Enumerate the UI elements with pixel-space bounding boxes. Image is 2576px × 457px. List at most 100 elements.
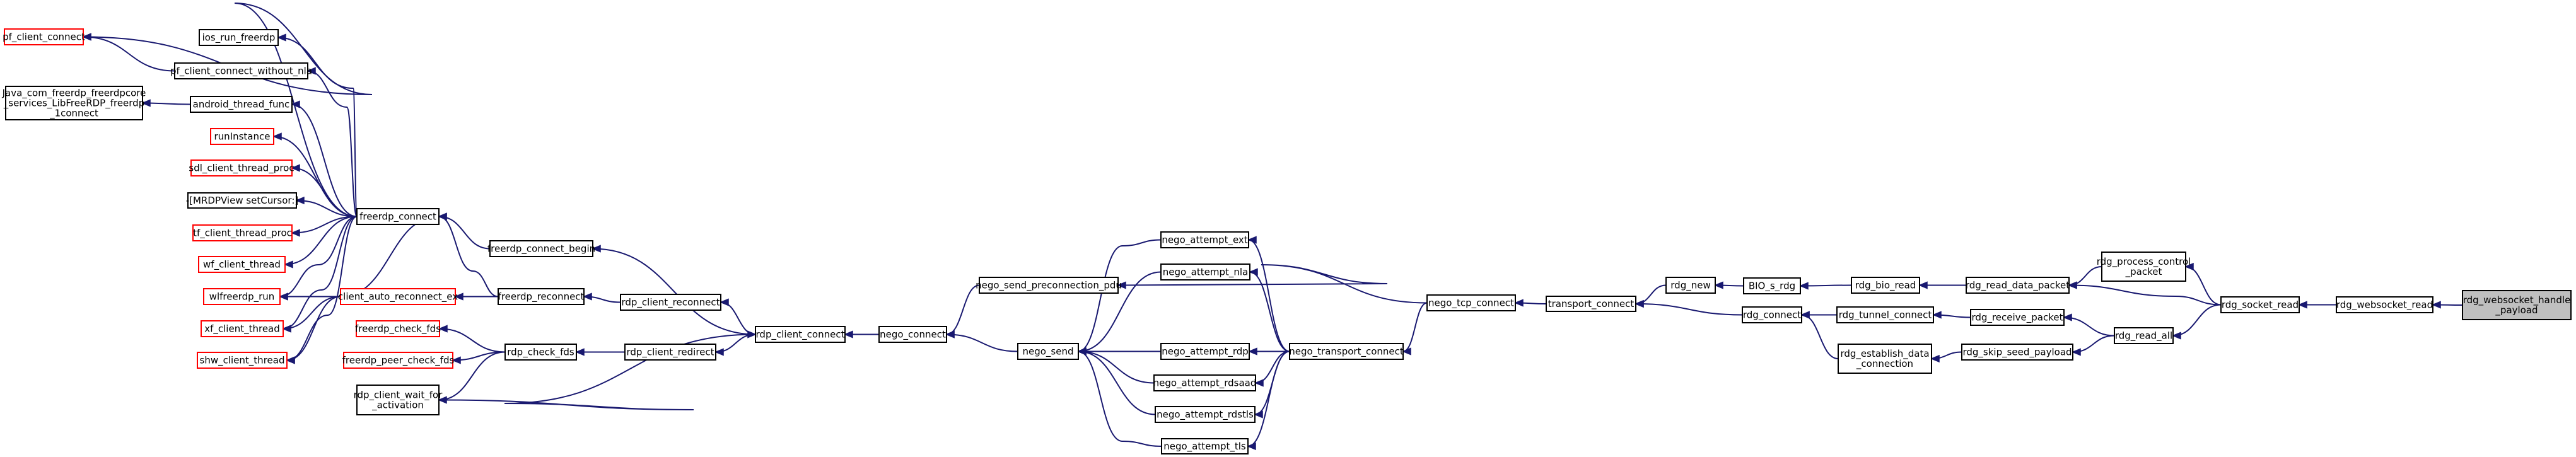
node-nego_send[interactable]: nego_send (1017, 343, 1079, 360)
node-rdg_websocket_handle_payload[interactable]: rdg_websocket_handle_payload (2462, 290, 2572, 320)
node-label: rdp_client_reconnect (621, 297, 720, 309)
node-sdl_client_thread_proc[interactable]: sdl_client_thread_proc (189, 159, 294, 176)
node-freerdp_reconnect[interactable]: freerdp_reconnect (498, 288, 585, 305)
node-client_auto_reconnect_ex[interactable]: client_auto_reconnect_ex (338, 288, 458, 305)
node-label: rdg_read_data_packet (1966, 280, 2070, 292)
edge-rdg_connect-to-transport_connect (1635, 299, 1743, 316)
node-rdp_client_wait_for_activation[interactable]: rdp_client_wait_for_activation (354, 385, 443, 415)
node-nego_connect[interactable]: nego_connect (878, 326, 947, 343)
node-rdg_connect[interactable]: rdg_connect (1742, 306, 1802, 323)
edge-freerdp_connect-to-mrdpview_setcursor (295, 196, 358, 217)
node-label: wlfreerdp_run (209, 291, 275, 303)
node-label: tf_client_thread_proc (193, 228, 292, 240)
edge-rdg_read_all-to-rdg_skip_seed_payload (2072, 335, 2115, 356)
node-rdg_bio_read[interactable]: rdg_bio_read (1851, 277, 1920, 294)
node-label: freerdp_connect_begin (487, 243, 595, 255)
node-label: _1connect (49, 108, 98, 120)
edge-rdg_establish_data_connection-to-rdg_connect (1800, 311, 1839, 359)
node-rdp_client_connect[interactable]: rdp_client_connect (755, 326, 846, 343)
node-rdg_tunnel_connect[interactable]: rdg_tunnel_connect (1836, 306, 1934, 323)
node-nego_tcp_connect[interactable]: nego_tcp_connect (1426, 294, 1516, 311)
edge-rdg_socket_read-to-rdg_read_all (2172, 304, 2222, 340)
node-wf_client_thread[interactable]: wf_client_thread (198, 256, 286, 273)
edge-freerdp_connect-to-tf_client_thread_proc (291, 216, 358, 237)
edge-rdp_client_reconnect-to-freerdp_reconnect (583, 292, 621, 303)
node-freerdp_connect_begin[interactable]: freerdp_connect_begin (487, 240, 595, 257)
node-rdg_websocket_read[interactable]: rdg_websocket_read (2336, 296, 2433, 313)
node-wlfreerdp_run[interactable]: wlfreerdp_run (203, 288, 281, 305)
node-rdg_establish_data_connection[interactable]: rdg_establish_data_connection (1838, 344, 1932, 374)
node-label: rdg_skip_seed_payload (1962, 347, 2072, 359)
node-pf_client_connect[interactable]: pf_client_connect (3, 28, 85, 45)
node-rdg_new[interactable]: rdg_new (1665, 277, 1716, 294)
node-label: android_thread_func (193, 99, 290, 111)
node-xf_client_thread[interactable]: xf_client_thread (201, 320, 284, 337)
node-freerdp_peer_check_fds[interactable]: freerdp_peer_check_fds (342, 352, 455, 369)
node-label: pf_client_connect_without_nla (170, 66, 312, 78)
edge-nego_attempt_rdstls-to-nego_send (1077, 347, 1156, 415)
edge-rdg_socket_read-to-rdg_process_control_packet (2184, 262, 2222, 306)
edge-nego_connect-to-rdp_client_connect (844, 330, 880, 338)
node-transport_connect[interactable]: transport_connect (1546, 296, 1636, 312)
node-nego_attempt_tls[interactable]: nego_attempt_tls (1161, 438, 1249, 454)
node-java_connect[interactable]: Java_com_freerdp_freerdpcore_services_Li… (2, 86, 146, 120)
node-tf_client_thread_proc[interactable]: tf_client_thread_proc (192, 224, 293, 241)
edge-rdp_client_redirect-to-rdp_check_fds (575, 348, 625, 356)
node-nego_attempt_rdp[interactable]: nego_attempt_rdp (1160, 343, 1250, 360)
node-label: Java_com_freerdp_freerdpcore (2, 88, 146, 100)
node-android_thread_func[interactable]: android_thread_func (190, 96, 293, 113)
node-rdp_client_redirect[interactable]: rdp_client_redirect (624, 344, 716, 361)
node-nego_transport_connect[interactable]: nego_transport_connect (1289, 343, 1404, 360)
node-label: shw_client_thread (200, 355, 285, 367)
edge-rdg_skip_seed_payload-to-rdg_establish_data_connection (1930, 351, 1962, 363)
node-rdp_check_fds[interactable]: rdp_check_fds (504, 344, 577, 361)
node-rdg_read_all[interactable]: rdg_read_all (2114, 327, 2174, 344)
node-rdg_socket_read[interactable]: rdg_socket_read (2220, 296, 2300, 313)
node-nego_attempt_rdsaad[interactable]: nego_attempt_rdsaad (1153, 374, 1257, 391)
node-label: wf_client_thread (203, 259, 281, 271)
edge-rdp_check_fds-to-freerdp_peer_check_fds (452, 351, 506, 364)
node-label: rdg_read_all (2115, 330, 2172, 342)
node-label: rdg_establish_data (1840, 348, 1929, 360)
node-nego_attempt_ext[interactable]: nego_attempt_ext (1160, 231, 1249, 248)
node-label: rdg_new (1670, 280, 1710, 292)
node-nego_send_preconnection_pdu[interactable]: nego_send_preconnection_pdu (976, 277, 1122, 294)
node-bio_s_rdg[interactable]: BIO_s_rdg (1743, 277, 1801, 294)
nodes-layer: pf_client_connect ios_run_freerdp pf_clien… (2, 28, 2572, 454)
node-label: transport_connect (1548, 298, 1635, 310)
node-rdg_receive_packet[interactable]: rdg_receive_packet (1970, 309, 2065, 326)
node-label: rdg_tunnel_connect (1839, 309, 1932, 321)
node-label: rdp_client_connect (756, 329, 845, 341)
node-ios_run_freerdp[interactable]: ios_run_freerdp (199, 29, 279, 46)
node-label: rdg_websocket_handle (2463, 294, 2571, 306)
node-label: nego_attempt_rdsaad (1153, 378, 1257, 390)
node-pf_client_connect_without_nla[interactable]: pf_client_connect_without_nla (170, 62, 312, 79)
edge-nego_tcp_connect-to-nego_send_preconnection_pdu (1117, 264, 1428, 304)
node-label: freerdp_connect (359, 211, 436, 223)
edge-nego_send-to-nego_connect (945, 330, 1018, 352)
node-label: rdg_receive_packet (1972, 312, 2063, 324)
edge-rdg_bio_read-to-bio_s_rdg (1799, 282, 1852, 290)
node-label: freerdp_check_fds (355, 323, 441, 335)
node-nego_attempt_rdstls[interactable]: nego_attempt_rdstls (1155, 406, 1256, 423)
node-rdg_process_control_packet[interactable]: rdg_process_control_packet (2097, 252, 2191, 282)
node-runInstance[interactable]: runInstance (210, 128, 274, 145)
node-shw_client_thread[interactable]: shw_client_thread (197, 352, 288, 369)
node-label: nego_send_preconnection_pdu (976, 280, 1122, 292)
node-freerdp_connect[interactable]: freerdp_connect (356, 208, 440, 225)
node-rdg_skip_seed_payload[interactable]: rdg_skip_seed_payload (1961, 344, 2073, 361)
edge-client_auto_reconnect_ex-to-shw_client_thread (286, 296, 341, 364)
node-rdp_client_reconnect[interactable]: rdp_client_reconnect (620, 294, 721, 311)
node-label: nego_attempt_rdstls (1157, 409, 1254, 421)
node-label: client_auto_reconnect_ex (338, 291, 458, 303)
edge-freerdp_connect-to-pf_client_connect_without_nla (306, 67, 358, 217)
edge-freerdp_reconnect-to-freerdp_connect (438, 212, 499, 298)
node-label: rdp_check_fds (507, 347, 574, 359)
node-nego_attempt_nla[interactable]: nego_attempt_nla (1160, 263, 1250, 281)
node-rdg_read_data_packet[interactable]: rdg_read_data_packet (1966, 277, 2070, 294)
node-label: xf_client_thread (204, 323, 280, 335)
node-label: BIO_s_rdg (1749, 281, 1795, 292)
node-mrdpview_setcursor[interactable]: -[MRDPView setCursor:] (186, 192, 298, 209)
node-freerdp_check_fds[interactable]: freerdp_check_fds (355, 320, 441, 337)
edge-freerdp_connect-to-sdl_client_thread_proc (291, 164, 358, 217)
